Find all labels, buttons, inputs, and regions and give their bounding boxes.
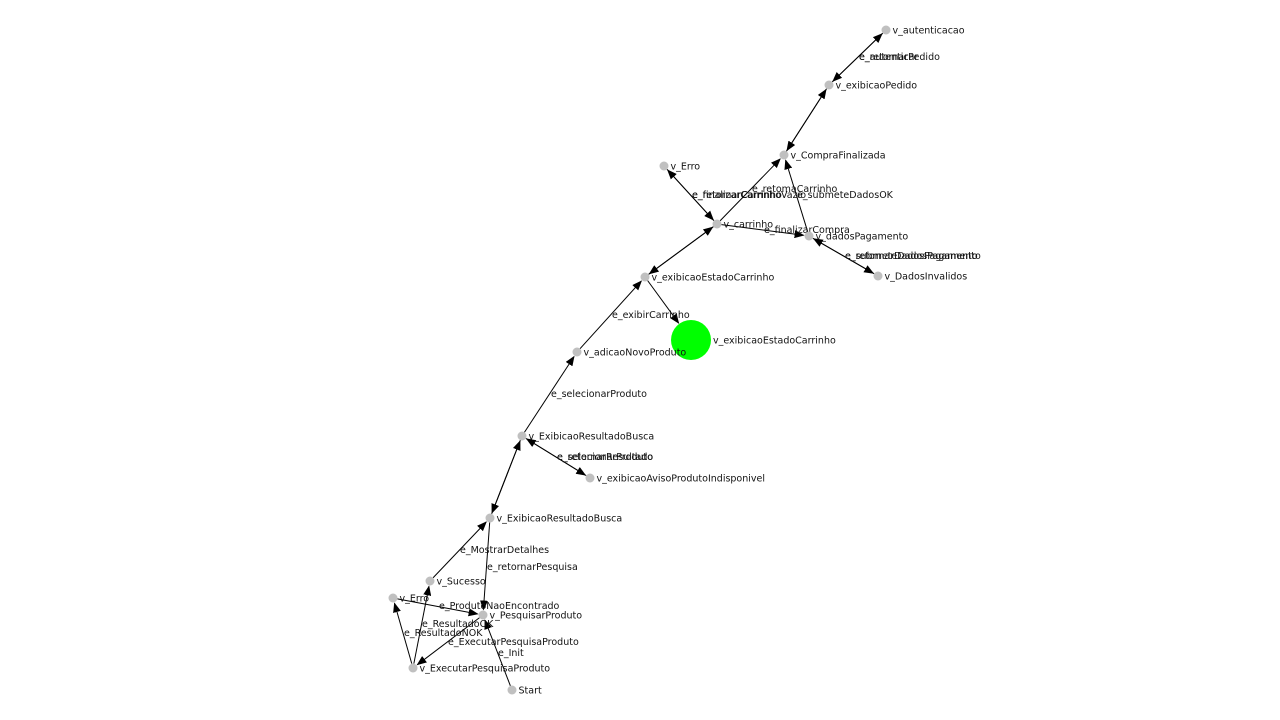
node-v-exibicao-pedido[interactable] — [824, 80, 834, 90]
edge-label-e-selecionar-produto: e_selecionarProduto — [551, 389, 647, 400]
node-v-carrinho[interactable] — [712, 219, 722, 229]
edge-n-carrinho-to-n-dados-pagamento — [721, 224, 805, 239]
node-label-v-pesquisar-produto: v_PesquisarProduto — [490, 611, 583, 622]
edge-n-executar-pesquisa-produto-to-n-erro-bottom — [393, 602, 413, 664]
edge-label-e-submete-dados-pagamento: e_submeteDadosPagamento — [845, 251, 981, 262]
node-label-start: Start — [519, 686, 542, 697]
active-node-v-exibicao-estado-carrinho[interactable] — [671, 320, 711, 360]
node-v-compra-finalizada[interactable] — [779, 150, 789, 160]
edge-n-dados-pagamento-to-n-compra-finalizada — [784, 159, 809, 232]
node-label-v-exibicao-aviso-produto-indisponivel: v_exibicaoAvisoProdutoIndisponivel — [597, 474, 766, 485]
node-v-exibicao-aviso-produto-indisponivel[interactable] — [585, 473, 595, 483]
edge-label-e-retornar-pesquisa: e_retornarPesquisa — [487, 562, 578, 573]
node-label-v-exibicao-pedido: v_exibicaoPedido — [836, 81, 918, 92]
edge-n-pesquisar-produto-to-n-executar-pesquisa-produto — [416, 617, 480, 666]
node-label-v-exibicao-estado-carrinho: v_exibicaoEstadoCarrinho — [713, 336, 836, 347]
edge-n-exibicao-estado-carrinho-to-n-exibicao-estado-carrinho-active — [647, 280, 680, 324]
edge-label-e-retornar-carrinho: e_retornarCarrinho — [692, 190, 782, 201]
edge-n-adicao-novo-produto-to-n-exibicao-estado-carrinho — [579, 280, 642, 350]
edge-label-e-finalizar-compra: e_finalizarCompra — [764, 225, 850, 236]
node-v-autenticacao[interactable] — [881, 25, 891, 35]
nodes-layer: v_autenticacao v_exibicaoPedido v_CompraFi… — [388, 25, 968, 697]
node-label-v-compra-finalizada: v_CompraFinalizada — [791, 151, 886, 162]
node-v-dados-invalidos[interactable] — [873, 271, 883, 281]
edge-label-e-resultado-nok: e_ResultadoNOK — [404, 628, 483, 639]
edge-label-e-autenticar: e_autenticar — [859, 52, 918, 63]
edge-label-e-retoma-carrinho: e_retomaCarrinho — [752, 184, 838, 195]
edge-n-start-to-n-pesquisar-produto — [484, 619, 511, 686]
node-label-v-adicao-novo-produto: v_adicaoNovoProduto — [584, 348, 687, 359]
edge-n-carrinho-to-n-compra-finalizada — [719, 158, 781, 222]
edge-label-e-executar-pesquisa-produto: e_ExecutarPesquisaProduto — [448, 637, 579, 648]
edge-n-executar-pesquisa-produto-to-n-sucesso — [413, 585, 432, 664]
node-v-erro[interactable] — [659, 161, 669, 171]
edge-n-erro-top-to-n-carrinho — [666, 168, 714, 221]
edge-n-autenticacao-to-n-exibicao-pedido — [832, 32, 884, 82]
node-label-v-dados-pagamento: v_dadosPagamento — [816, 232, 909, 243]
node-v-adicao-novo-produto[interactable] — [572, 347, 582, 357]
edge-label-e-resultado-ok: e_ResultadoOK — [422, 619, 494, 630]
edge-label-e-retornar-resultado: e_retornarResultado — [557, 452, 653, 463]
node-v-executar-pesquisa-produto[interactable] — [408, 663, 418, 673]
edge-label-e-produto-nao-encontrado: e_ProdutoNaoEncontrado — [439, 601, 560, 612]
edge-label-e-selecionar-produto: e_selecionarProduto — [557, 452, 653, 463]
node-label-v-carrinho: v_carrinho — [724, 220, 774, 231]
edge-n-exibicao-resultado-busca-lower-to-n-pesquisar-produto — [480, 522, 491, 611]
node-v-pesquisar-produto[interactable] — [478, 610, 488, 620]
edge-label-e-finalizar-carrinho-vazio: e_finalizarCarrinhoVazio — [692, 190, 806, 201]
edge-n-exibicao-pedido-to-n-compra-finalizada — [786, 88, 827, 152]
node-label-v-executar-pesquisa-produto: v_ExecutarPesquisaProduto — [420, 664, 551, 675]
node-v-dados-pagamento[interactable] — [804, 231, 814, 241]
edge-label-e-retornar-pedido: e_retornarPedido — [859, 52, 940, 63]
edge-n-exibicao-resultado-busca-upper-to-n-exibicao-resultado-busca-lower — [491, 440, 521, 514]
edges-layer — [393, 32, 884, 686]
edge-n-carrinho-to-n-exibicao-estado-carrinho — [648, 226, 714, 275]
node-label-v-dados-invalidos: v_DadosInvalidos — [885, 272, 968, 283]
edge-n-exibicao-aviso-produto-indisponivel-to-n-exibicao-resultado-busca-upper — [525, 438, 587, 477]
edge-label-e-mostrar-detalhes: e_MostrarDetalhes — [460, 545, 549, 556]
node-label-v-erro: v_Erro — [671, 162, 701, 173]
edge-n-sucesso-to-n-exibicao-resultado-busca-lower — [432, 521, 487, 579]
node-v-exibicao-resultado-busca[interactable] — [485, 513, 495, 523]
node-label-v-exibicao-resultado-busca: v_ExibicaoResultadoBusca — [529, 432, 655, 443]
edge-label-e-exibir-carrinho: e_exibirCarrinho — [612, 310, 690, 321]
node-label-v-sucesso: v_Sucesso — [437, 577, 486, 588]
edge-label-e-init: e_Init — [498, 648, 524, 659]
node-v-exibicao-resultado-busca[interactable] — [517, 431, 527, 441]
node-v-exibicao-estado-carrinho[interactable] — [640, 272, 650, 282]
node-label-v-exibicao-estado-carrinho: v_exibicaoEstadoCarrinho — [652, 273, 775, 284]
node-label-v-exibicao-resultado-busca: v_ExibicaoResultadoBusca — [497, 514, 623, 525]
node-v-erro[interactable] — [388, 593, 398, 603]
edge-label-e-retornar-dados-pagamento: e_retornarDadosPagamento — [845, 251, 978, 262]
edge-n-exibicao-resultado-busca-upper-to-n-adicao-novo-produto — [524, 355, 575, 433]
node-label-v-erro: v_Erro — [400, 594, 430, 605]
node-label-v-autenticacao: v_autenticacao — [893, 26, 965, 37]
edge-n-erro-bottom-to-n-pesquisar-produto — [397, 598, 479, 617]
edge-n-dados-invalidos-to-n-dados-pagamento — [812, 238, 875, 275]
edge-label-e-submete-dados-ok: e_submeteDadosOK — [797, 190, 894, 201]
node-start[interactable] — [507, 685, 517, 695]
node-v-sucesso[interactable] — [425, 576, 435, 586]
